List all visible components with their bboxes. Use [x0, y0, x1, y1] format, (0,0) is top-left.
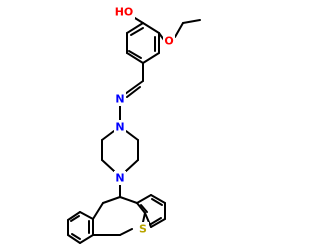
ring-c-bond-2: [150, 194, 166, 204]
ring-a-bond-1: [142, 22, 160, 34]
seven-ring-bond-1: [102, 196, 121, 204]
piperazine-n-bottom-bg: [114, 171, 126, 185]
bond-layer: [67, 14, 201, 244]
seven-ring-bond-2: [92, 202, 104, 220]
piperazine-bond-6: [101, 130, 115, 141]
ether-oxygen-label-bg: [163, 34, 175, 48]
ring-a-double-2: [128, 50, 142, 59]
piperazine-bond-1: [125, 130, 139, 141]
sulfur-label: S: [139, 223, 147, 236]
imine-nitrogen-label-bg: [114, 92, 126, 106]
seven-ring-bond-5: [119, 228, 133, 236]
ring-c-double-3: [140, 204, 148, 213]
ring-c-bond-5: [144, 212, 152, 228]
ring-c-bond-4: [150, 218, 166, 228]
ether-oxygen-label: O: [164, 35, 173, 48]
ring-b-bond-2: [67, 211, 81, 221]
ring-c-bond-1: [136, 194, 152, 204]
ethoxy-bond-1: [174, 22, 184, 38]
piperazine-bond-3: [125, 159, 139, 172]
seven-ring-bond-3: [119, 196, 138, 204]
ring-a-bond-3: [142, 52, 160, 64]
imine-double-outer: [124, 80, 144, 95]
imine-nitrogen-atom: N: [114, 92, 126, 106]
hydroxyl-label-bg: [113, 5, 135, 19]
thioether-sulfur-atom: S: [138, 222, 149, 236]
ring-c-bond-6: [136, 202, 146, 214]
ring-a-bond-4: [126, 52, 144, 64]
imine-nitrogen-label: N: [115, 93, 124, 106]
ring-b-double-1: [70, 215, 80, 222]
ethoxy-bond-2: [182, 19, 201, 24]
ring-b-bond-4: [67, 234, 81, 244]
ring-a-double-3: [130, 27, 144, 36]
imine-double-inner: [126, 86, 141, 98]
ring-b-double-2: [71, 233, 81, 240]
piperazine-n-top-label: N: [115, 121, 124, 134]
ring-b-bond-5: [79, 234, 94, 244]
ring-b-bond-1: [79, 211, 94, 220]
ring-c-double-1: [151, 198, 163, 206]
piperazine-nitrogen-bottom: N: [114, 171, 126, 185]
sulfur-label-bg: [138, 222, 149, 236]
piperazine-n-bottom-label: N: [115, 172, 124, 185]
piperazine-nitrogen-top: N: [114, 120, 126, 134]
atom-label-layer: HO O N N N S: [113, 5, 175, 236]
piperazine-n-top-bg: [114, 120, 126, 134]
structure-diagram: HO O N N N S: [67, 5, 201, 244]
hydroxyl-label: HO: [115, 6, 134, 19]
ether-oxygen-atom: O: [163, 34, 175, 48]
ring-c-double-2: [150, 217, 162, 225]
hydroxyl-group: HO: [113, 5, 135, 19]
piperazine-bond-4: [101, 159, 115, 172]
ring-a-bond-6: [126, 22, 144, 34]
